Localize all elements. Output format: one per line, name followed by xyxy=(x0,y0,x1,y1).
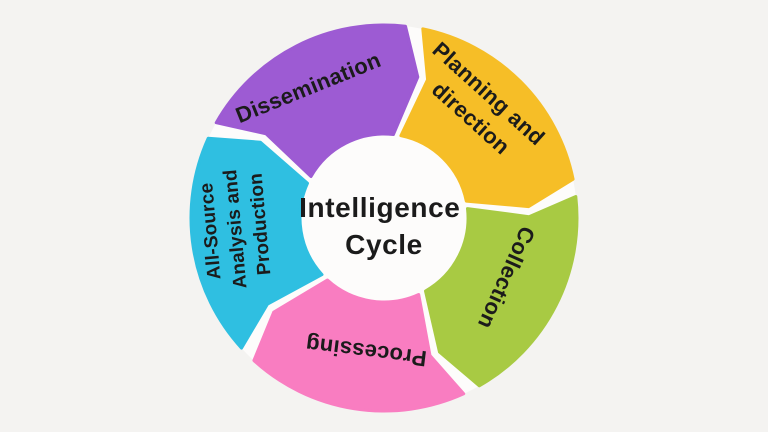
segment-collection xyxy=(424,195,579,388)
diagram-title-line2: Cycle xyxy=(345,229,423,260)
segment-planning-and-direction xyxy=(399,27,575,209)
diagram-title-line1: Intelligence xyxy=(299,192,460,223)
segment-all-source-analysis-and-production xyxy=(189,136,324,350)
segment-ring xyxy=(189,23,579,413)
segment-processing xyxy=(252,278,466,413)
diagram-title: Intelligence Cycle xyxy=(299,192,469,260)
segment-dissemination xyxy=(214,23,420,178)
label-all-source-analysis-and-production: All-Source Analysis and Production xyxy=(195,161,277,292)
